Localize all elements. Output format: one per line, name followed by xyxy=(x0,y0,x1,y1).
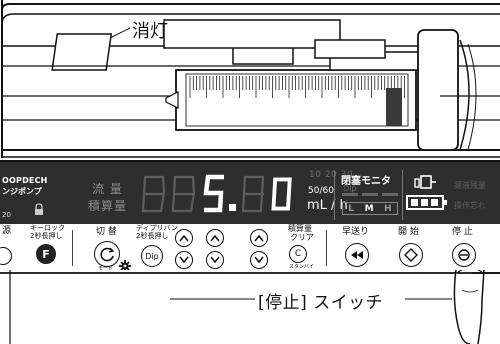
total-volume-label: 積算量 xyxy=(88,199,128,213)
digit-5-active xyxy=(271,177,292,211)
chevron-up-icon xyxy=(210,234,220,242)
warning-operation-forgotten: 操作忘れ xyxy=(454,201,486,210)
syringe-pump-illustration xyxy=(1,0,500,158)
digit-3-active xyxy=(203,174,224,213)
digit-4 xyxy=(241,175,265,213)
up-button-1[interactable] xyxy=(175,229,193,247)
up-button-2[interactable] xyxy=(206,229,224,247)
chevron-up-icon xyxy=(179,234,189,242)
syringe-icon xyxy=(414,175,436,189)
start-button[interactable] xyxy=(399,243,423,267)
clear-button[interactable]: C xyxy=(289,245,307,263)
decimal-point xyxy=(229,204,236,211)
dip-button[interactable]: Dip xyxy=(141,245,163,267)
keylock-hint: 2秒長押し xyxy=(30,232,63,240)
key-divider-2 xyxy=(326,230,327,266)
clear-button-label: C xyxy=(294,249,302,259)
battery-icon xyxy=(406,195,447,210)
brand-name: OOPDECH xyxy=(2,176,48,185)
occlusion-bars xyxy=(342,193,398,196)
digit-2 xyxy=(171,175,196,213)
syringe-size: 50/60 xyxy=(308,186,334,196)
chevron-down-icon xyxy=(179,256,189,264)
panel-divider-2 xyxy=(402,170,403,220)
integrated-volume-label: 積算量 xyxy=(288,224,312,233)
down-button-3[interactable] xyxy=(250,251,268,269)
stop-label: 停 止 xyxy=(452,227,473,237)
dip-indicator: Dip xyxy=(343,184,357,193)
clear-label: クリア xyxy=(290,233,314,242)
keylock-button-label: F xyxy=(42,247,50,261)
occlusion-level-selector: L M H xyxy=(342,202,398,215)
rate-unit: mL / h xyxy=(307,198,348,213)
chevron-up-icon xyxy=(254,234,264,242)
fast-forward-button[interactable] xyxy=(345,243,369,267)
diprivan-label: ディプリバン xyxy=(136,224,178,232)
scale-text: 10 20 30 xyxy=(309,170,354,180)
diamond-icon xyxy=(404,248,418,262)
start-label: 開 始 xyxy=(398,227,419,237)
model-number: 20 xyxy=(2,211,11,219)
occlusion-level-m: M xyxy=(364,203,374,214)
switch-mode-button[interactable] xyxy=(94,241,120,267)
mode-label: モード xyxy=(98,266,114,272)
up-button-3[interactable] xyxy=(250,229,268,247)
fast-forward-label: 早送り xyxy=(342,227,370,237)
panel-divider xyxy=(334,170,335,220)
callout-light-off: 消灯 xyxy=(132,21,168,42)
diprivan-hint: 2秒長押し xyxy=(136,232,169,240)
occlusion-level-h: H xyxy=(384,203,392,214)
lower-area xyxy=(0,270,500,344)
power-label: 源 xyxy=(2,226,12,236)
flow-rate-label: 流 量 xyxy=(92,182,123,196)
keylock-button[interactable]: F xyxy=(36,244,56,264)
occlusion-monitor-title: 閉塞モニタ xyxy=(341,176,391,187)
key-divider-1 xyxy=(72,230,73,266)
dip-button-label: Dip xyxy=(145,251,159,261)
refresh-icon xyxy=(100,247,115,262)
standby-label: スタンバイ xyxy=(289,264,315,270)
down-button-1[interactable] xyxy=(175,251,193,269)
down-button-2[interactable] xyxy=(206,251,224,269)
occlusion-level-l: L xyxy=(348,203,355,214)
keylock-label: キーロック xyxy=(30,224,65,232)
stop-button[interactable] xyxy=(452,243,476,267)
chevron-down-icon xyxy=(254,256,264,264)
callout-stop-switch: [停止] スイッチ xyxy=(258,293,384,313)
stop-icon xyxy=(458,249,470,261)
lower-frame xyxy=(0,270,500,344)
switch-label: 切 替 xyxy=(96,227,117,237)
chevron-down-icon xyxy=(210,256,220,264)
gear-icon xyxy=(119,260,131,272)
warning-remaining-volume: 薬液残量 xyxy=(454,181,486,190)
digit-1 xyxy=(141,175,166,213)
product-name: ンジポンプ xyxy=(2,187,42,196)
rewind-icon xyxy=(351,251,363,259)
lock-icon xyxy=(35,203,43,215)
